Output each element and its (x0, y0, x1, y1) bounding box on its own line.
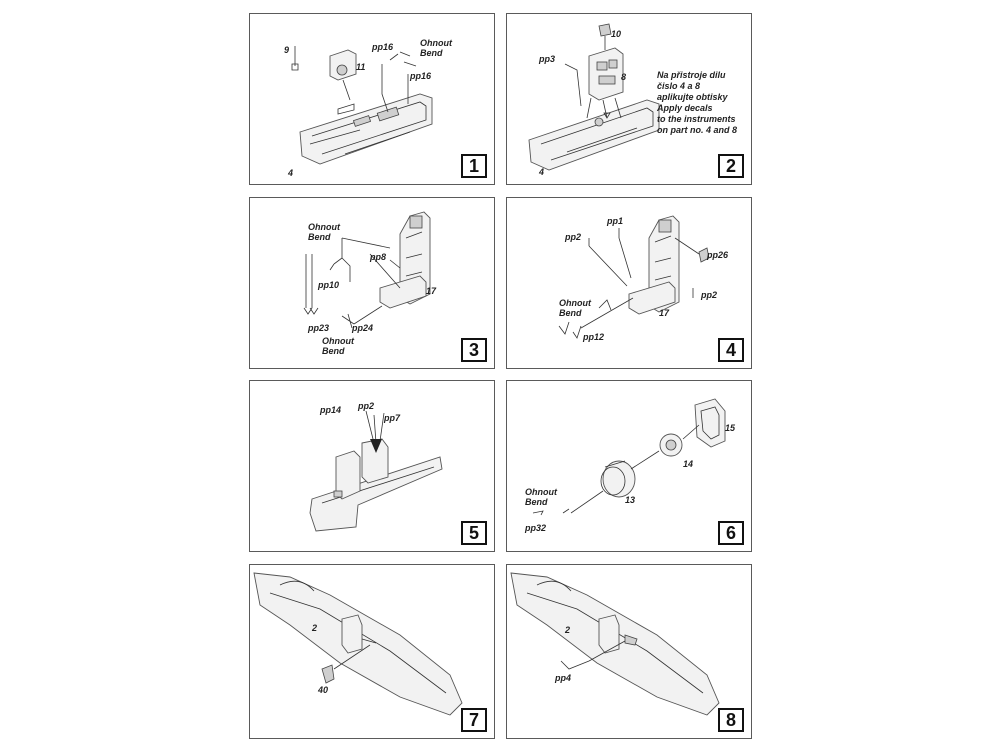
label-part-4: 4 (539, 167, 545, 177)
note-line-5: to the instruments (657, 114, 736, 124)
step-number-6: 6 (718, 521, 744, 545)
label-pp2: pp2 (358, 401, 375, 411)
step-number-2: 2 (718, 154, 744, 178)
note-line-1: Na přistroje dilu (657, 70, 726, 80)
label-bend-cz: Ohnout (559, 298, 591, 308)
step-number-5: 5 (461, 521, 487, 545)
label-pp14: pp14 (320, 405, 342, 415)
label-part-9: 9 (284, 45, 290, 55)
step-4-panel: pp1 pp2 pp26 pp2 Ohnout Bend 17 pp12 4 (506, 197, 752, 369)
label-pp26: pp26 (707, 250, 729, 260)
note-line-4: Apply decals (657, 103, 713, 113)
label-part-17: 17 (426, 286, 437, 296)
step-number-7: 7 (461, 708, 487, 732)
label-pp32: pp32 (525, 523, 547, 533)
label-part-17: 17 (659, 308, 670, 318)
label-bend-en: Bend (559, 308, 582, 318)
label-pp1: pp1 (607, 216, 624, 226)
label-bend-en-bottom: Bend (322, 346, 345, 356)
label-bend-en: Bend (525, 497, 548, 507)
label-part-15: 15 (725, 423, 736, 433)
label-part-11: 11 (356, 62, 366, 72)
step-2-panel: 10 pp3 8 Na přistroje dilu čislo 4 a 8 a… (506, 13, 752, 185)
step-number-3: 3 (461, 338, 487, 362)
label-part-14: 14 (683, 459, 694, 469)
label-pp16-lower: pp16 (410, 71, 432, 81)
label-pp16-upper: pp16 (372, 42, 394, 52)
label-bend-cz: Ohnout (525, 487, 557, 497)
label-bend-en-top: Bend (308, 232, 331, 242)
step-6-panel: 15 14 13 Ohnout Bend pp32 6 (506, 380, 752, 552)
note-line-3: aplikujte obtisky (657, 92, 728, 102)
label-pp24: pp24 (352, 323, 374, 333)
step-number-1: 1 (461, 154, 487, 178)
label-part-40: 40 (318, 685, 329, 695)
step-7-panel: 2 40 7 (249, 564, 495, 739)
step-1-panel: 9 11 pp16 Ohnout Bend pp16 4 1 (249, 13, 495, 185)
label-bend-en: Bend (420, 48, 443, 58)
step-2-drawing (528, 23, 660, 171)
step-7-drawing (253, 572, 463, 716)
label-part-8: 8 (621, 72, 627, 82)
label-pp7: pp7 (384, 413, 401, 423)
step-number-8: 8 (718, 708, 744, 732)
label-pp2-lower: pp2 (701, 290, 718, 300)
step-number-4: 4 (718, 338, 744, 362)
note-line-6: on part no. 4 and 8 (657, 125, 738, 135)
step-5-drawing (309, 410, 443, 532)
label-bend-cz-top: Ohnout (308, 222, 340, 232)
label-pp2-upper: pp2 (565, 232, 582, 242)
step-4-drawing (558, 215, 710, 339)
label-part-4: 4 (288, 168, 294, 178)
step-5-panel: pp14 pp2 pp7 5 (249, 380, 495, 552)
step-3-drawing (303, 211, 431, 329)
label-pp8: pp8 (370, 252, 387, 262)
label-pp23: pp23 (308, 323, 330, 333)
label-pp3: pp3 (539, 54, 556, 64)
label-bend-cz-bottom: Ohnout (322, 336, 354, 346)
label-part-10: 10 (611, 29, 622, 39)
step-1-drawing (291, 46, 433, 165)
label-pp10: pp10 (318, 280, 340, 290)
step-8-panel: 2 pp4 8 (506, 564, 752, 739)
label-part-2: 2 (565, 625, 571, 635)
note-line-2: čislo 4 a 8 (657, 81, 701, 91)
step-3-panel: Ohnout Bend pp8 pp10 17 pp23 pp24 Ohnout… (249, 197, 495, 369)
label-pp12: pp12 (583, 332, 605, 342)
label-pp4: pp4 (555, 673, 572, 683)
label-part-13: 13 (625, 495, 636, 505)
step-6-drawing (532, 398, 726, 516)
step-8-drawing (510, 572, 720, 716)
label-bend-cz: Ohnout (420, 38, 452, 48)
label-part-2: 2 (312, 623, 318, 633)
decal-instruction-note: Na přistroje dilu čislo 4 a 8 aplikujte … (657, 70, 767, 136)
